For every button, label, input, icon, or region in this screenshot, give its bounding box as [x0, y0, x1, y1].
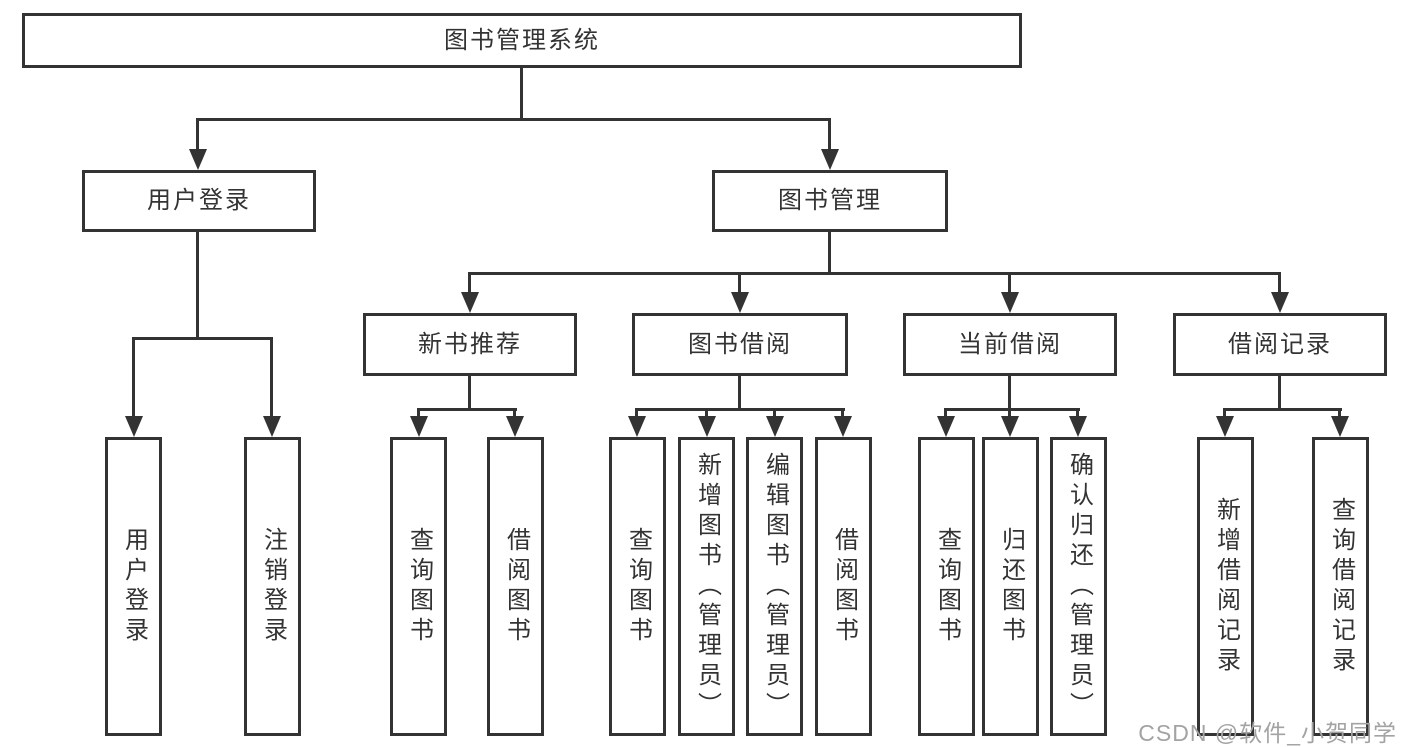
node-current-borrowing: 当前借阅: [903, 313, 1117, 376]
leaf-label: 编辑图书（管理员）: [761, 451, 789, 722]
arrow-to-leaf: [765, 408, 784, 437]
connector-borrowing-stem: [738, 376, 741, 411]
arrow-to-leaf: [1068, 408, 1087, 437]
leaf-label: 借阅图书: [830, 526, 858, 647]
connector-book-management-stem: [828, 232, 831, 275]
arrow-to-current-borrowing: [1000, 272, 1019, 313]
arrow-to-book-borrowing: [730, 272, 749, 313]
connector-borrowing-rail: [635, 408, 845, 411]
leaf-borrow-books: 借阅图书: [487, 437, 544, 736]
leaf-add-borrow-record: 新增借阅记录: [1197, 437, 1254, 736]
connector-current-rail: [944, 408, 1080, 411]
connector-records-rail: [1223, 408, 1342, 411]
leaf-confirm-return-admin: 确认归还（管理员）: [1050, 437, 1107, 736]
leaf-query-books: 查询图书: [609, 437, 666, 736]
node-new-book-recommend: 新书推荐: [363, 313, 577, 376]
connector-book-management-rail: [468, 272, 1281, 275]
node-label: 图书管理系统: [444, 26, 600, 54]
connector-root-rail: [196, 118, 831, 121]
connector-user-login-stem: [196, 232, 199, 340]
leaf-logout: 注销登录: [244, 437, 301, 736]
arrow-to-leaf-user-login: [124, 337, 143, 437]
leaf-add-book-admin: 新增图书（管理员）: [678, 437, 735, 736]
leaf-label: 确认归还（管理员）: [1065, 451, 1093, 722]
arrow-to-leaf: [936, 408, 955, 437]
leaf-label: 查询图书: [405, 526, 433, 647]
arrow-to-borrowing-records: [1270, 272, 1289, 313]
arrow-to-leaf: [697, 408, 716, 437]
connector-recommend-stem: [468, 376, 471, 411]
connector-root-stem: [520, 68, 523, 121]
leaf-query-books: 查询图书: [918, 437, 975, 736]
arrow-to-leaf: [409, 408, 428, 437]
leaf-return-books: 归还图书: [982, 437, 1039, 736]
leaf-label: 借阅图书: [502, 526, 530, 647]
node-borrowing-records: 借阅记录: [1173, 313, 1387, 376]
node-library-management-system: 图书管理系统: [22, 13, 1022, 68]
leaf-borrow-books: 借阅图书: [815, 437, 872, 736]
leaf-edit-book-admin: 编辑图书（管理员）: [746, 437, 803, 736]
leaf-label: 注销登录: [259, 526, 287, 647]
node-label: 图书借阅: [688, 330, 792, 358]
arrow-to-leaf: [1000, 408, 1019, 437]
node-label: 新书推荐: [418, 330, 522, 358]
node-book-management: 图书管理: [712, 170, 948, 232]
node-label: 当前借阅: [958, 330, 1062, 358]
arrow-to-new-book-recommend: [460, 272, 479, 313]
arrow-to-leaf: [833, 408, 852, 437]
connector-records-stem: [1278, 376, 1281, 411]
arrow-to-leaf: [627, 408, 646, 437]
arrow-to-book-management: [820, 118, 839, 170]
connector-user-login-rail: [132, 337, 273, 340]
connector-current-stem: [1008, 376, 1011, 411]
node-book-borrowing: 图书借阅: [632, 313, 848, 376]
arrow-to-leaf: [1330, 408, 1349, 437]
arrow-to-leaf: [1215, 408, 1234, 437]
leaf-label: 查询图书: [933, 526, 961, 647]
node-user-login: 用户登录: [82, 170, 316, 232]
watermark: CSDN @软件_小贺同学: [1138, 720, 1397, 746]
leaf-query-books: 查询图书: [390, 437, 447, 736]
leaf-label: 新增图书（管理员）: [693, 451, 721, 722]
leaf-label: 查询图书: [624, 526, 652, 647]
node-label: 借阅记录: [1228, 330, 1332, 358]
arrow-to-user-login: [188, 118, 207, 170]
leaf-label: 查询借阅记录: [1327, 496, 1355, 677]
leaf-label: 用户登录: [120, 526, 148, 647]
arrow-to-leaf: [505, 408, 524, 437]
node-label: 用户登录: [147, 187, 251, 214]
leaf-label: 归还图书: [997, 526, 1025, 647]
connector-recommend-rail: [417, 408, 517, 411]
node-label: 图书管理: [778, 187, 882, 214]
leaf-user-login: 用户登录: [105, 437, 162, 736]
arrow-to-leaf-logout: [262, 337, 281, 437]
leaf-label: 新增借阅记录: [1212, 496, 1240, 677]
leaf-query-borrow-record: 查询借阅记录: [1312, 437, 1369, 736]
